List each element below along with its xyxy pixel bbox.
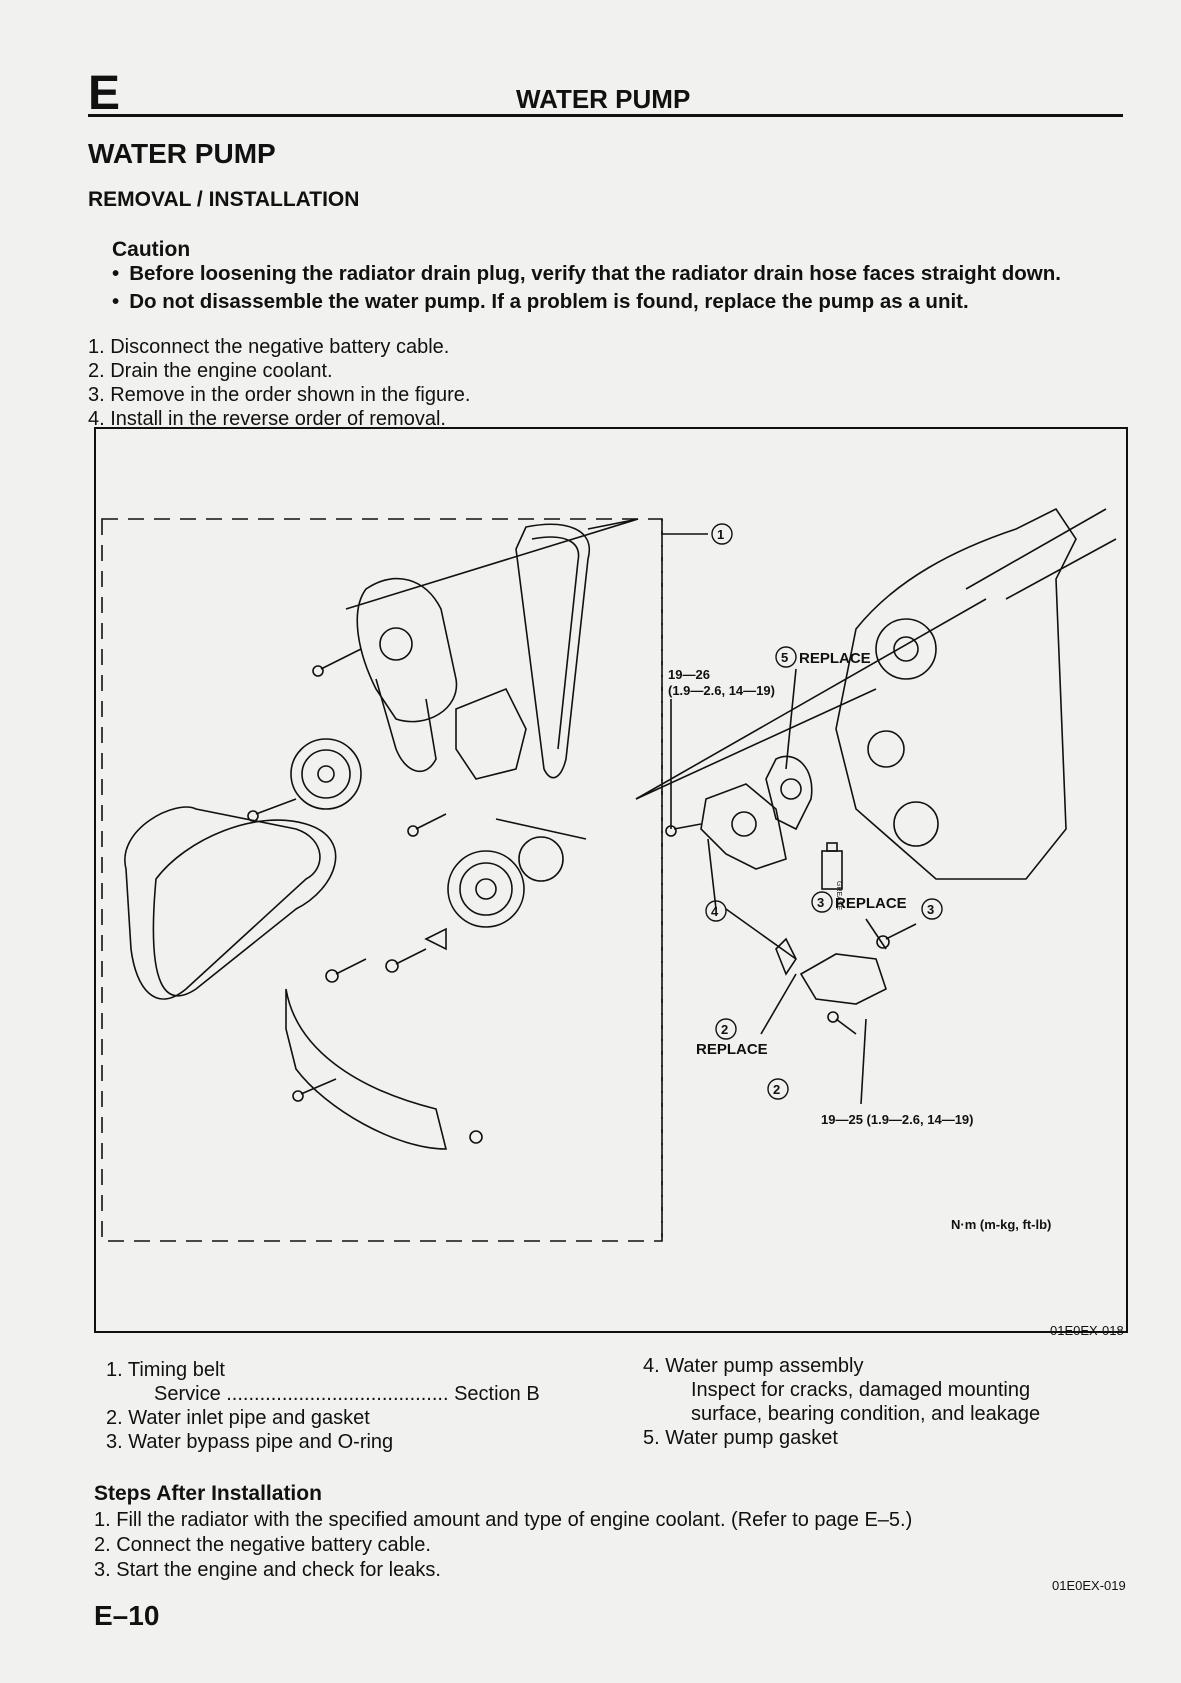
replace-label: REPLACE	[799, 650, 871, 667]
callout-circle	[767, 1078, 789, 1100]
lower-timing-cover	[285, 988, 448, 1150]
callout-3: 3	[817, 895, 824, 910]
replace-label: REPLACE	[835, 895, 907, 912]
bypass-o-ring	[876, 935, 890, 949]
step-item: 3. Remove in the order shown in the figu…	[88, 384, 471, 406]
legend-item: 2. Water inlet pipe and gasket	[106, 1407, 370, 1429]
callout-1: 1	[717, 527, 724, 542]
exploded-view-drawing: 1 5 REPLACE 19—26 (1.9—2.6, 14—19) 4 3 R…	[101, 507, 1117, 1242]
caution-label: Caution	[112, 238, 191, 261]
legend-service-ref: Service ................................…	[154, 1383, 540, 1405]
camshaft-pulley	[875, 618, 937, 680]
callout-circle	[811, 891, 833, 913]
section-letter: E	[88, 67, 121, 120]
crank-pulley	[290, 738, 362, 810]
legend-item: 4. Water pump assembly	[643, 1355, 864, 1377]
parts-legend-right: 4. Water pump assembly Inspect for crack…	[643, 1354, 1123, 1450]
after-installation-steps: 1. Fill the radiator with the specified …	[94, 1508, 912, 1583]
replace-label: REPLACE	[696, 1041, 768, 1058]
timing-components-frame	[101, 518, 663, 1242]
section-subtitle: REMOVAL / INSTALLATION	[88, 188, 360, 211]
parts-legend-left: 1. Timing belt Service .................…	[106, 1358, 626, 1454]
torque-spec-a: 19—26	[668, 667, 710, 682]
step-item: 1. Fill the radiator with the specified …	[94, 1509, 913, 1531]
callout-circle	[715, 1018, 737, 1040]
units-label: N·m (m-kg, ft-lb)	[951, 1217, 1051, 1232]
page-number: E–10	[94, 1600, 160, 1631]
callout-circle	[921, 898, 943, 920]
legend-item: 3. Water bypass pipe and O-ring	[106, 1431, 394, 1453]
header-rule	[88, 114, 1123, 117]
step-item: 4. Install in the reverse order of remov…	[88, 408, 446, 430]
callout-3: 3	[927, 902, 934, 917]
bottom-figure-code: 01E0EX-019	[1052, 1578, 1126, 1593]
upper-timing-cover	[356, 577, 458, 723]
removal-steps: 1. Disconnect the negative battery cable…	[88, 335, 470, 431]
caution-list: Before loosening the radiator drain plug…	[112, 262, 1061, 318]
legend-detail: Inspect for cracks, damaged mounting	[691, 1379, 1031, 1401]
callout-2: 2	[721, 1022, 728, 1037]
header-title: WATER PUMP	[516, 84, 691, 114]
step-item: 2. Drain the engine coolant.	[88, 360, 333, 382]
water-pump-pulley	[447, 850, 525, 928]
legend-item: 1. Timing belt	[106, 1359, 225, 1381]
water-pump-gasket	[765, 755, 813, 831]
torque-spec-b: 19—25 (1.9—2.6, 14—19)	[821, 1112, 973, 1127]
step-item: 3. Start the engine and check for leaks.	[94, 1559, 441, 1581]
water-inlet-pipe	[799, 953, 887, 1005]
exploded-view-figure: 1 5 REPLACE 19—26 (1.9—2.6, 14—19) 4 3 R…	[94, 427, 1128, 1333]
caution-item: Before loosening the radiator drain plug…	[112, 262, 1061, 286]
legend-item: 5. Water pump gasket	[643, 1427, 838, 1449]
callout-circle	[775, 646, 797, 668]
callout-circle	[711, 523, 733, 545]
callout-4: 4	[711, 904, 719, 919]
figure-code: 01E0EX-018	[1050, 1323, 1124, 1338]
callout-circle	[705, 900, 727, 922]
drive-belt	[124, 806, 321, 1000]
after-installation-title: Steps After Installation	[94, 1482, 322, 1505]
timing-belt	[515, 523, 591, 779]
grease-label: GREASE	[835, 881, 842, 911]
engine-block	[835, 507, 1077, 880]
torque-spec-a-alt: (1.9—2.6, 14—19)	[668, 683, 775, 698]
middle-timing-cover	[455, 687, 527, 780]
step-item: 1. Disconnect the negative battery cable…	[88, 336, 450, 358]
caution-item: Do not disassemble the water pump. If a …	[112, 290, 1061, 314]
step-item: 2. Connect the negative battery cable.	[94, 1534, 431, 1556]
page-title: WATER PUMP	[88, 138, 276, 169]
timing-pulley	[518, 836, 564, 882]
legend-detail: surface, bearing condition, and leakage	[691, 1403, 1041, 1425]
water-pump-assembly	[700, 783, 787, 870]
callout-2: 2	[773, 1082, 780, 1097]
callout-5: 5	[781, 650, 788, 665]
